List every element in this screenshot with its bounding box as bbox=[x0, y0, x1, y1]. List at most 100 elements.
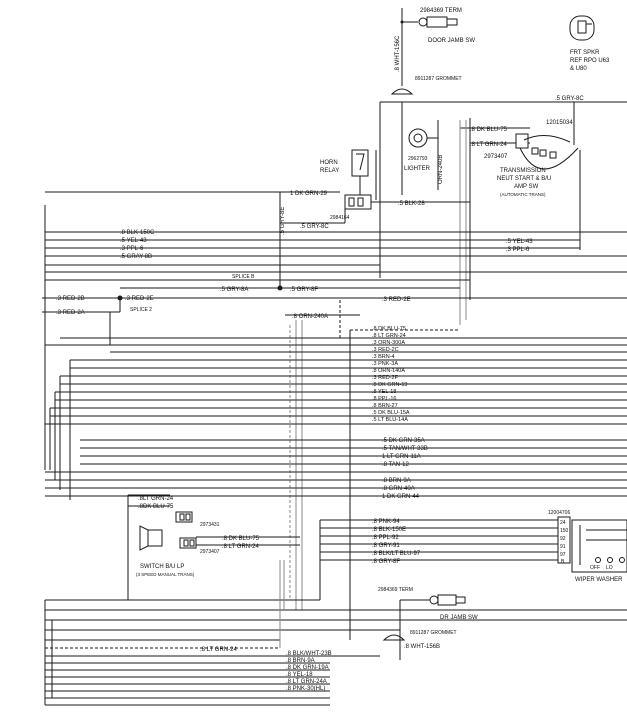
wire-label-red-2e-r: .3 RED-2E bbox=[382, 297, 411, 303]
wiper-pin-1: 150 bbox=[560, 528, 569, 534]
bundle1-wire-13: .5 LT BLU-14A bbox=[372, 417, 408, 423]
trans-label-4: (AUTOMATIC TRANS) bbox=[500, 192, 546, 197]
wire-label-dk-blu-75-top: .8 DK BLU-75 bbox=[470, 127, 508, 133]
lighter-wire-label: ORN-240B bbox=[438, 155, 444, 184]
trans-part-2: 2973407 bbox=[484, 154, 508, 160]
bundle2-wire-2: 1 LT GRN-11A bbox=[382, 454, 421, 460]
wire-label-red-2e: .3 RED-2E bbox=[125, 296, 154, 302]
left-edge-verticals bbox=[44, 600, 53, 705]
wire-label-lt-grn-24-bottom: .8 LT GRN-24 bbox=[200, 647, 237, 653]
switch-bu-lp: .8LT GRN-24 .8DK BLU-75 2973431 2973407 … bbox=[127, 494, 300, 600]
dr-jamb-grommet-label: 8911287 GROMMET bbox=[410, 630, 457, 636]
trans-label-2: NEUT START & B/U bbox=[497, 176, 551, 182]
switch-bu-label-1: SWITCH B/U LP bbox=[140, 564, 184, 570]
wire-label-red-2a: .3 RED-2A bbox=[56, 310, 85, 316]
dr-jamb-switch: 2984369 TERM DR JAMB SW 8911287 GROMMET … bbox=[378, 587, 478, 660]
horn-relay-part-label: 2984164 bbox=[330, 215, 350, 221]
bundle4-wire-0: .8 PNK-94 bbox=[372, 519, 400, 525]
bundle1-wire-8: .8 DK GRN-19 bbox=[372, 382, 407, 388]
wire-label-ppl-6-r: .3 PPL-6 bbox=[506, 247, 530, 253]
wiper-part-label: 12004706 bbox=[548, 510, 570, 516]
bu-part-2: 2973407 bbox=[200, 549, 220, 555]
bundle-3: .8 BRN-9A .8 GRN-40A 1 DK GRN-44 bbox=[45, 471, 627, 500]
switch-bu-label-2: (3 SPEED MANUAL TRANS) bbox=[136, 572, 195, 577]
main-bundle: .8 ORN-240A .8 DK BLU-75 .8 LT GRN-24 .3… bbox=[44, 300, 627, 640]
splice-b-label: SPLICE B bbox=[232, 274, 255, 280]
dr-jamb-wire-label: .8 WHT-156B bbox=[404, 644, 440, 650]
dr-jamb-sw-label: DR JAMB SW bbox=[440, 615, 478, 621]
door-jamb-sw-label: DOOR JAMB SW bbox=[428, 38, 475, 44]
bundle3-wire-1: .8 GRN-40A bbox=[382, 486, 415, 492]
bundle1-wire-12: .5 DK BLU-15A bbox=[372, 410, 410, 416]
frt-spkr-label-3: & U80 bbox=[570, 66, 587, 72]
wire-label-gray-8b: .5 GRAY-8B bbox=[120, 254, 152, 260]
wiper-pin-5: B bbox=[561, 559, 565, 565]
door-jamb-switch: 2984369 TERM DOOR JAMB SW .8 WHT-156C 89… bbox=[390, 8, 475, 95]
bundle2-wire-1: .5 TAN/WHT-33B bbox=[382, 446, 428, 452]
wire-label-gry-8c-top: .5 GRY-8C bbox=[555, 96, 584, 102]
trans-label-1: TRANSMISSION bbox=[500, 168, 546, 174]
left-wire-harness: 1 DK GRN-29 .5 GRY-8E .8 BLK-150C .5 YEL… bbox=[42, 191, 627, 345]
wire-label-gry-8c-relay: .5 GRY-8C bbox=[300, 224, 329, 230]
bundle2-wire-3: .8 TAN-12 bbox=[382, 462, 409, 468]
wiper-off-label: OFF bbox=[590, 565, 600, 571]
wiper-washer-switch: 12004706 24 150 92 91 97 B OFF LO WIPER … bbox=[548, 510, 627, 583]
wiper-washer-label: WIPER WASHER bbox=[575, 577, 623, 583]
bundle4-wire-1: .8 BLK-150E bbox=[372, 527, 406, 533]
door-jamb-grommet-label: 8911287 GROMMET bbox=[415, 76, 462, 82]
bundle1-wire-3: .3 RED-2C bbox=[372, 347, 399, 353]
bundle-2: .5 DK GRN-35A .5 TAN/WHT-33B 1 LT GRN-11… bbox=[80, 438, 627, 468]
lighter-part-label: 2962793 bbox=[408, 156, 428, 162]
bundle-5: .8 BLK/WHT-23B .8 BRN-9A .8 DK GRN-19A .… bbox=[45, 651, 380, 706]
trans-part-1: 12015034 bbox=[546, 120, 573, 126]
wire-label-gry-8a: .5 GRY-8A bbox=[220, 287, 248, 293]
bu-part-1: 2973431 bbox=[200, 522, 220, 528]
wire-label-gry-8e: .5 GRY-8E bbox=[280, 207, 286, 235]
wiper-pin-2: 92 bbox=[560, 536, 566, 542]
bundle3-wire-0: .8 BRN-9A bbox=[382, 478, 411, 484]
bundle1-wire-2: .3 ORN-300A bbox=[372, 340, 405, 346]
bundle1-wire-10: .8 PPL-16 bbox=[372, 396, 396, 402]
bundle4-wire-5: .8 GRY-8F bbox=[372, 559, 400, 565]
bu-wire-dk-blu-75: .8DK BLU-75 bbox=[138, 504, 174, 510]
bundle1-wire-1: .8 LT GRN-24 bbox=[372, 333, 406, 339]
bu-wire-lt-grn-24b: .8 LT GRN-24 bbox=[222, 544, 259, 550]
bundle4-wire-2: .8 PPL-92 bbox=[372, 535, 399, 541]
wiper-lo-label: LO bbox=[606, 565, 613, 571]
frt-speaker: FRT SPKR REF RPO U63 & U80 bbox=[569, 15, 610, 72]
wiper-pin-0: 24 bbox=[560, 520, 566, 526]
transmission-switch: 12015034 2973407 TRANSMISSION NEUT START… bbox=[484, 120, 579, 197]
bundle5-wire-2: .8 DK GRN-19A bbox=[286, 665, 329, 671]
bundle1-wire-0: .8 DK BLU-75 bbox=[372, 326, 406, 332]
trans-label-3: AMP SW bbox=[514, 184, 539, 190]
bu-wire-lt-grn-24: .8LT GRN-24 bbox=[138, 496, 174, 502]
wire-label-lt-grn-24-top: .8 LT GRN-24 bbox=[470, 142, 507, 148]
bundle1-wire-5: .3 PNK-3A bbox=[372, 361, 398, 367]
horn-relay: HORN RELAY 2984164 .5 BLK-28 .5 GRY-8C bbox=[280, 149, 470, 230]
wire-label-red-2b: .3 RED-2B bbox=[56, 296, 85, 302]
bundle1-wire-9: .8 YEL-18 bbox=[372, 389, 396, 395]
bundle5-wire-1: .8 BRN-9A bbox=[286, 658, 315, 664]
dr-jamb-term-label: 2984369 TERM bbox=[378, 587, 413, 593]
bundle1-wire-4: .3 BRN-4 bbox=[372, 354, 395, 360]
wire-label-dk-grn-29: 1 DK GRN-29 bbox=[290, 191, 328, 197]
horn-relay-label-2: RELAY bbox=[320, 168, 339, 174]
bundle5-wire-5: .8 PNK-30(HL) bbox=[286, 686, 325, 692]
wiper-pin-3: 91 bbox=[560, 544, 566, 550]
lighter: 2962793 LIGHTER ORN-240B bbox=[404, 120, 444, 190]
frt-spkr-label-1: FRT SPKR bbox=[570, 50, 600, 56]
splice-2-label: SPLICE 2 bbox=[130, 307, 152, 313]
wire-label-gry-8f: .5 GRY-8F bbox=[290, 287, 318, 293]
door-jamb-wire-label: .8 WHT-156C bbox=[395, 35, 401, 72]
horn-relay-label-1: HORN bbox=[320, 160, 338, 166]
wire-label-blk-150c: .8 BLK-150C bbox=[120, 230, 155, 236]
wire-label-ppl-6: .3 PPL-6 bbox=[120, 246, 144, 252]
wire-label-yel-43-r: .5 YEL-43 bbox=[506, 239, 533, 245]
bundle1-wire-11: .8 BRN-27 bbox=[372, 403, 398, 409]
bundle2-wire-0: .5 DK GRN-35A bbox=[382, 438, 425, 444]
door-jamb-term-label: 2984369 TERM bbox=[420, 8, 462, 14]
wire-label-orn-240a: .8 ORN-240A bbox=[292, 314, 328, 320]
wire-label-blk-28: .5 BLK-28 bbox=[398, 201, 425, 207]
bundle-4: .8 PNK-94 .8 BLK-150E .8 PPL-92 .8 GRY-9… bbox=[319, 519, 558, 600]
